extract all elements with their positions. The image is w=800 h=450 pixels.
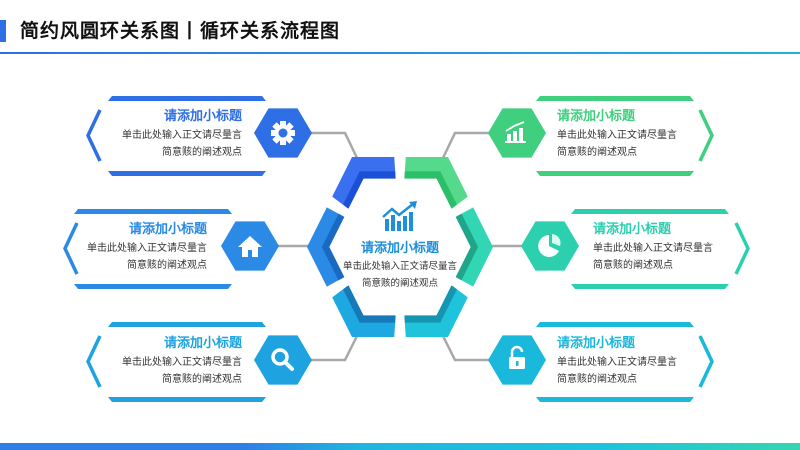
header-divider — [0, 52, 800, 54]
connector — [311, 333, 360, 362]
center-text: 请添加小标题 单击此处输入正文请尽量言 简意赅的阐述观点 — [330, 240, 470, 291]
icon-hexagon — [254, 335, 312, 385]
card-title: 请添加小标题 — [163, 109, 242, 124]
ring-segment-bottom-right — [404, 285, 457, 323]
card-top-bar — [571, 209, 729, 214]
card-desc-1: 单击此处输入正文请尽量言 — [122, 357, 242, 368]
chevron-left-icon — [86, 335, 102, 388]
chevron-right-icon — [698, 335, 714, 388]
card-desc-2: 简意赅的阐述观点 — [162, 147, 242, 158]
card-top-bar — [108, 322, 266, 327]
card-bottom-bar — [74, 284, 232, 289]
header-accent-bar — [0, 20, 6, 42]
footer-bar — [0, 443, 800, 450]
card-desc-2: 简意赅的阐述观点 — [557, 374, 637, 385]
center-title: 请添加小标题 — [360, 241, 439, 256]
connector — [440, 131, 489, 161]
card-bottom-left: 请添加小标题 单击此处输入正文请尽量言 简意赅的阐述观点 — [92, 335, 242, 388]
search-icon — [271, 348, 294, 371]
card-title: 请添加小标题 — [557, 336, 636, 351]
card-top-right: 请添加小标题 单击此处输入正文请尽量言 简意赅的阐述观点 — [557, 108, 707, 161]
card-middle-right: 请添加小标题 单击此处输入正文请尽量言 简意赅的阐述观点 — [593, 221, 743, 274]
card-title: 请添加小标题 — [163, 336, 242, 351]
ring-segment-bottom-left — [332, 286, 396, 337]
bar-chart-icon — [505, 121, 526, 143]
home-icon — [238, 236, 262, 257]
center-desc-2: 简意赅的阐述观点 — [361, 278, 438, 289]
connector — [440, 333, 489, 362]
pie-chart-icon — [538, 234, 561, 257]
card-bottom-bar — [536, 397, 694, 402]
ring-segment-top-right — [404, 157, 468, 208]
card-bottom-bar — [571, 284, 729, 289]
ring-segment-left — [321, 213, 345, 281]
card-top-bar — [536, 96, 694, 101]
card-top-bar — [74, 209, 232, 214]
card-top-bar — [536, 322, 694, 327]
ring-segment-bottom-left — [343, 285, 396, 323]
ring-segment-top-left — [332, 157, 396, 208]
gear-icon — [271, 121, 295, 145]
chevron-left-icon — [63, 222, 79, 275]
card-desc-2: 简意赅的阐述观点 — [593, 260, 673, 271]
ring-segment-right — [455, 213, 479, 281]
chevron-left-icon — [86, 109, 102, 162]
card-bottom-bar — [108, 171, 266, 176]
card-title: 请添加小标题 — [593, 222, 672, 237]
center-desc-1: 单击此处输入正文请尽量言 — [342, 261, 457, 272]
card-desc-1: 单击此处输入正文请尽量言 — [593, 243, 713, 254]
growth-chart-icon — [382, 201, 417, 231]
ring-segment-top-left — [343, 171, 396, 209]
card-title: 请添加小标题 — [557, 109, 636, 124]
page-title: 简约风圆环关系图丨循环关系流程图 — [20, 20, 341, 42]
chevron-right-icon — [698, 109, 714, 162]
card-desc-2: 简意赅的阐述观点 — [127, 260, 207, 271]
card-title: 请添加小标题 — [128, 222, 207, 237]
card-bottom-bar — [108, 397, 266, 402]
card-desc-1: 单击此处输入正文请尽量言 — [557, 357, 677, 368]
card-desc-1: 单击此处输入正文请尽量言 — [122, 130, 242, 141]
card-bottom-bar — [536, 171, 694, 176]
card-desc-2: 简意赅的阐述观点 — [162, 374, 242, 385]
card-bottom-right: 请添加小标题 单击此处输入正文请尽量言 简意赅的阐述观点 — [557, 335, 707, 388]
card-top-left: 请添加小标题 单击此处输入正文请尽量言 简意赅的阐述观点 — [92, 108, 242, 161]
ring-segment-top-right — [404, 171, 457, 209]
card-desc-1: 单击此处输入正文请尽量言 — [557, 130, 677, 141]
connector — [311, 131, 360, 161]
unlock-icon — [509, 345, 525, 369]
icon-hexagon — [521, 221, 579, 271]
chevron-right-icon — [734, 222, 750, 275]
card-desc-2: 简意赅的阐述观点 — [557, 147, 637, 158]
card-middle-left: 请添加小标题 单击此处输入正文请尽量言 简意赅的阐述观点 — [57, 221, 207, 274]
card-desc-1: 单击此处输入正文请尽量言 — [87, 243, 207, 254]
card-top-bar — [108, 96, 266, 101]
ring-segment-bottom-right — [404, 286, 468, 337]
